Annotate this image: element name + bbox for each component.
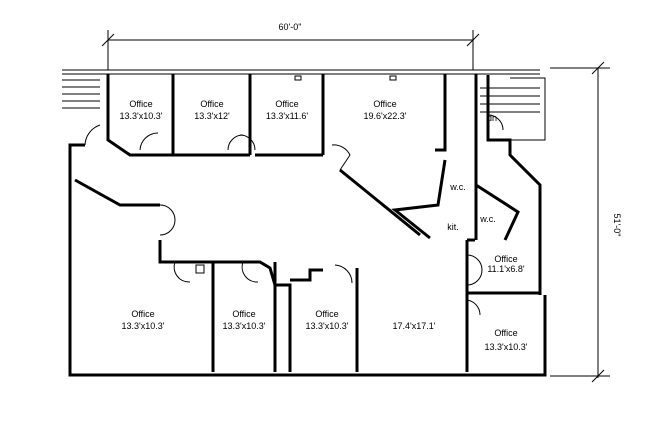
room-labels: Office 13.3'x10.3' Office 13.3'x12' Offi… [120, 99, 528, 352]
room-name: Office [232, 309, 255, 319]
room-name: Office [373, 99, 396, 109]
stair-label: dn [487, 113, 497, 123]
room-name: Office [494, 328, 517, 338]
room-name: Office [129, 99, 152, 109]
doors [84, 75, 504, 316]
room-size: 13.3'x10.3' [223, 321, 266, 331]
room-size: 17.4'x17.1' [393, 321, 436, 331]
room-size: 13.3'x11.6' [266, 111, 309, 121]
room-size: 13.3'x12' [194, 111, 230, 121]
room-size: 13.3'x10.3' [122, 321, 165, 331]
stairs [62, 77, 546, 141]
room-name: w.c. [479, 214, 496, 224]
depth-dimension: 51'-0" [612, 214, 622, 237]
room-name: Office [315, 309, 338, 319]
room-name: Office [200, 99, 223, 109]
room-size: 11.1'x6.8' [487, 264, 525, 274]
room-size: 19.6'x22.3' [364, 111, 407, 121]
room-name: Office [275, 99, 298, 109]
room-name: kit. [447, 222, 459, 232]
room-name: Office [131, 309, 154, 319]
room-name: Office [494, 254, 517, 264]
room-size: 13.3'x10.3' [485, 342, 528, 352]
width-dimension: 60'-0" [279, 22, 302, 32]
dimension-lines [101, 30, 610, 383]
walls [62, 69, 547, 377]
room-name: w.c. [449, 182, 466, 192]
room-size: 13.3'x10.3' [120, 111, 163, 121]
room-size: 13.3'x10.3' [306, 321, 349, 331]
